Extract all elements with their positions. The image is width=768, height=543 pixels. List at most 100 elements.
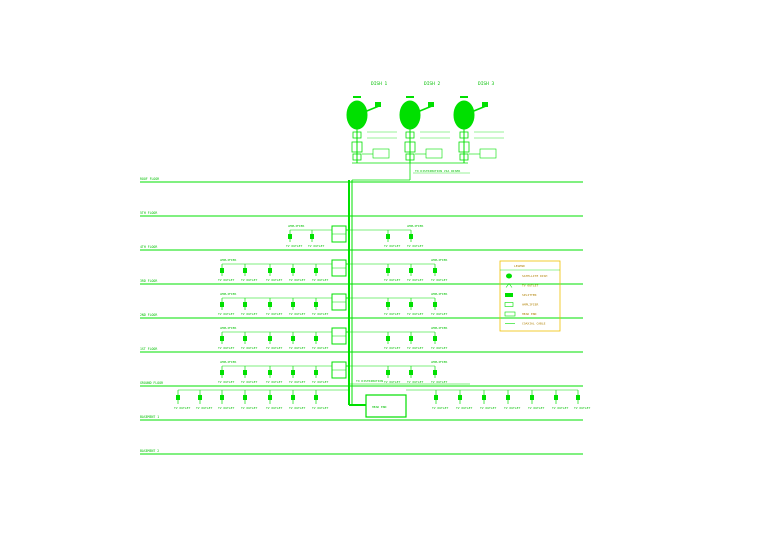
legend-item: HEAD END [504, 311, 537, 317]
outlet-label: TV OUTLET [312, 380, 328, 384]
outlet-mark [433, 302, 437, 307]
outlet-mark [314, 336, 318, 341]
outlet-mark [482, 395, 486, 400]
outlet-label: TV OUTLET [218, 346, 234, 350]
tv-outlet-icon: TV OUTLET [456, 390, 472, 410]
amp-icon [504, 302, 514, 307]
dish-top-mark [460, 96, 468, 98]
amp-note: AMPLIFIER [288, 224, 304, 228]
legend-item: AMPLIFIER [504, 302, 538, 307]
satellite-dish-icon: DISH 2 [399, 81, 450, 163]
tv-outlet-icon: TV OUTLET [218, 298, 234, 316]
outlet-label: TV OUTLET [432, 406, 448, 410]
tv-outlet-icon: TV OUTLET [312, 390, 328, 410]
receiver-box [372, 148, 390, 159]
amp-note: AMPLIFIER [220, 360, 236, 364]
outlet-mark [386, 336, 390, 341]
outlet-mark [291, 336, 295, 341]
outlet-mark [291, 302, 295, 307]
tv-outlet-icon: TV OUTLET [431, 332, 447, 350]
legend-text: COAXIAL CABLE [522, 322, 546, 326]
outlet-label: TV OUTLET [218, 406, 234, 410]
outlet-mark [314, 302, 318, 307]
outlet-mark [268, 268, 272, 273]
outlet-label: TV OUTLET [289, 278, 305, 282]
tv-outlet-icon: TV OUTLET [308, 230, 324, 248]
outlet-mark [506, 395, 510, 400]
receiver-box [479, 148, 497, 159]
outlet-label: TV OUTLET [431, 278, 447, 282]
outlet-mark [268, 302, 272, 307]
outlet-label: TV OUTLET [552, 406, 568, 410]
outlet-label: TV OUTLET [308, 244, 324, 248]
amp-note: AMPLIFIER [431, 326, 447, 330]
legend-text: SATELLITE DISH [522, 274, 547, 278]
amp-note: AMPLIFIER [431, 360, 447, 364]
dish-icon [506, 273, 512, 279]
dish-mount [405, 131, 415, 139]
tv-outlet-icon: TV OUTLET [289, 332, 305, 350]
outlet-label: TV OUTLET [174, 406, 190, 410]
outlet-label: TV OUTLET [312, 312, 328, 316]
tv-outlet-icon: TV OUTLET [218, 264, 234, 282]
outlet-mark [554, 395, 558, 400]
outlet-label: TV OUTLET [241, 406, 257, 410]
outlet-label: TV OUTLET [241, 346, 257, 350]
tv-outlet-icon: TV OUTLET [528, 390, 544, 410]
floor-label: 1ST FLOOR [140, 347, 157, 351]
outlet-mark [220, 370, 224, 375]
outlet-mark [291, 370, 295, 375]
tv-outlet-icon: TV OUTLET [312, 332, 328, 350]
outlet-mark [409, 370, 413, 375]
outlet-mark [176, 395, 180, 400]
amp-note: AMPLIFIER [431, 292, 447, 296]
head-end-label: HEAD END [372, 405, 387, 409]
tv-outlet-icon: TV OUTLET [574, 390, 590, 410]
tv-outlet-icon: TV OUTLET [552, 390, 568, 410]
outlet-label: TV OUTLET [312, 346, 328, 350]
outlet-label: TV OUTLET [384, 380, 400, 384]
outlet-mark [310, 234, 314, 239]
tv-outlet-icon: TV OUTLET [241, 264, 257, 282]
outlet-mark [386, 370, 390, 375]
outlet-mark [243, 302, 247, 307]
floor-label: BASEMENT 1 [140, 415, 159, 419]
outlet-label: TV OUTLET [312, 278, 328, 282]
outlet-label: TV OUTLET [407, 244, 423, 248]
dish-base [351, 141, 363, 153]
head-end-note: TO DISTRIBUTION VIA RISER [415, 169, 460, 173]
outlet-label: TV OUTLET [384, 312, 400, 316]
tv-outlet-icon: TV OUTLET [289, 298, 305, 316]
outlet-label: TV OUTLET [456, 406, 472, 410]
tv-outlet-icon: TV OUTLET [241, 366, 257, 384]
floor-label: 5TH FLOOR [140, 211, 157, 215]
dish-mount [352, 131, 362, 139]
dish-label: DISH 2 [424, 81, 441, 87]
tv-outlet-icon: TV OUTLET [218, 390, 234, 410]
outlet-mark [576, 395, 580, 400]
satellite-dish-icon: DISH 1 [346, 81, 397, 163]
tv-outlet-icon: TV OUTLET [218, 366, 234, 384]
outlet-mark [386, 268, 390, 273]
outlet-mark [291, 268, 295, 273]
tv-outlet-icon: TV OUTLET [174, 390, 190, 410]
tv-outlet-icon: TV OUTLET [218, 332, 234, 350]
dish-top-mark [353, 96, 361, 98]
amp-note: AMPLIFIER [220, 258, 236, 262]
outlet-label: TV OUTLET [407, 312, 423, 316]
floor-label: 4TH FLOOR [140, 245, 157, 249]
outlet-label: TV OUTLET [431, 346, 447, 350]
outlet-mark [268, 395, 272, 400]
amp-note: AMPLIFIER [407, 224, 423, 228]
tv-outlet-icon: TV OUTLET [196, 390, 212, 410]
tv-outlet-icon: TV OUTLET [266, 366, 282, 384]
tv-outlet-icon: TV OUTLET [289, 264, 305, 282]
outlet-mark [433, 370, 437, 375]
amp-note: AMPLIFIER [220, 292, 236, 296]
outlet-label: TV OUTLET [289, 346, 305, 350]
outlet-icon [505, 283, 513, 288]
box-icon [504, 311, 516, 317]
tv-outlet-icon: TV OUTLET [384, 230, 400, 248]
outlet-label: TV OUTLET [266, 346, 282, 350]
tv-outlet-icon: TV OUTLET [431, 298, 447, 316]
